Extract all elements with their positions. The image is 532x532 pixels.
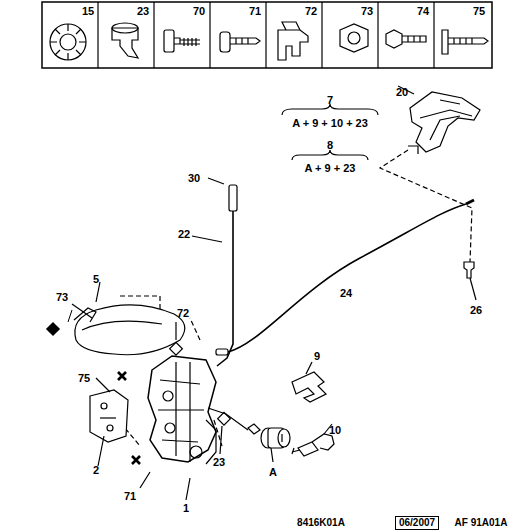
callout-number: 2: [91, 464, 101, 477]
kit-contents: A + 9 + 23: [303, 162, 358, 175]
callout-number: 26: [468, 304, 484, 317]
callout-number: 15: [80, 5, 96, 18]
callout-number: 10: [327, 424, 343, 437]
callout-number: 23: [135, 5, 151, 18]
callout-number: 22: [176, 228, 192, 241]
callout-number: 75: [76, 372, 92, 385]
kit-contents: A + 9 + 10 + 23: [290, 117, 370, 130]
callout-number: A: [267, 466, 279, 479]
callout-number: 24: [338, 287, 354, 300]
callout-number: 73: [54, 291, 70, 304]
callout-number: 30: [186, 172, 202, 185]
callout-number: 73: [359, 5, 375, 18]
callout-number: 72: [303, 5, 319, 18]
callout-number: 71: [247, 5, 263, 18]
callout-number: 7: [325, 94, 335, 107]
callout-number: 70: [191, 5, 207, 18]
callout-number: 74: [415, 5, 431, 18]
callout-number: 1: [181, 502, 191, 515]
footer-code: AF 91A01A: [453, 517, 510, 529]
callout-number: 8: [325, 139, 335, 152]
footer-code: 06/2007: [395, 516, 439, 530]
callout-number: 20: [394, 86, 410, 99]
callout-number: 75: [471, 5, 487, 18]
callout-number: 72: [175, 307, 191, 320]
callout-number: 23: [211, 456, 227, 469]
footer-code: 8416K01A: [295, 517, 347, 529]
callout-number: 9: [312, 350, 322, 363]
callout-number: 71: [122, 490, 138, 503]
callout-number: 5: [91, 273, 101, 286]
